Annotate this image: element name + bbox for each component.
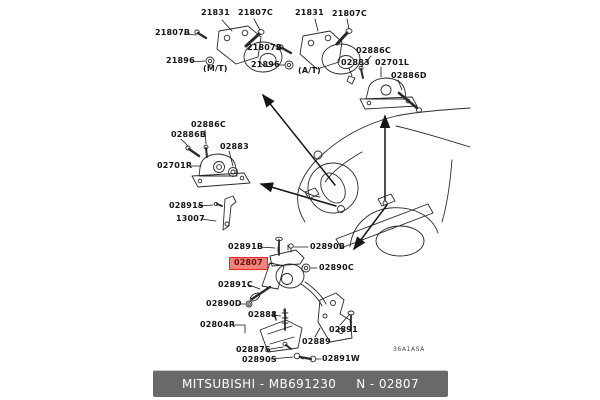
- part-label-02890b: 02890B: [310, 242, 346, 251]
- part-label-02890s: 02890S: [242, 355, 277, 364]
- part-label-02891: 02891: [329, 325, 358, 334]
- part-label-02701r: 02701R: [157, 161, 193, 170]
- part-label-02891w: 02891W: [322, 354, 360, 363]
- part-label-02807-highlighted: 02807: [229, 257, 268, 270]
- footer-bar: MITSUBISHI - MB691230 N - 02807: [153, 370, 448, 397]
- at-mount-drawing: [278, 28, 361, 75]
- part-label-02887s: 02887S: [236, 345, 271, 354]
- part-label-21807b-mt: 21807B: [155, 28, 191, 37]
- part-label-02886b: 02886B: [171, 130, 207, 139]
- part-label-21831-mt: 21831: [201, 8, 230, 17]
- part-label-02886c-l: 02886C: [191, 120, 226, 129]
- location-arrows: [259, 93, 391, 251]
- part-label-02883-r: 02883: [341, 58, 370, 67]
- part-label-02891c: 02891C: [218, 280, 253, 289]
- center-mount-drawing: [245, 236, 327, 308]
- note-at: (A/T): [298, 66, 321, 75]
- part-label-02886d: 02886D: [391, 71, 427, 80]
- part-label-02886c-r: 02886C: [356, 46, 391, 55]
- note-mt: (M/T): [203, 64, 228, 73]
- part-label-02701l: 02701L: [375, 58, 410, 67]
- part-label-13007: 13007: [176, 214, 205, 223]
- part-label-02891b: 02891B: [228, 242, 264, 251]
- footer-brand-part-number: MITSUBISHI - MB691230: [181, 377, 337, 391]
- part-label-21807c-at: 21807C: [332, 9, 367, 18]
- footer-reference-number: N - 02807: [356, 377, 420, 391]
- mt-mount-drawing: [194, 25, 283, 73]
- lower-bracket-drawing: [259, 292, 355, 363]
- part-label-21896-mt: 21896: [166, 56, 195, 65]
- part-label-02891s: 02891S: [169, 201, 204, 210]
- part-label-02889: 02889: [302, 337, 331, 346]
- page-code-watermark: 36A1ASA: [393, 346, 425, 353]
- part-label-21896-at: 21896: [251, 60, 280, 69]
- part-label-02890d: 02890D: [206, 299, 242, 308]
- right-mount-drawing: [346, 65, 423, 113]
- part-label-02804r: 02804R: [200, 320, 236, 329]
- part-label-21807b-at: 21807B: [247, 43, 283, 52]
- part-label-21831-at: 21831: [295, 8, 324, 17]
- car-outline: [297, 107, 471, 257]
- leader-lines: [180, 18, 403, 360]
- part-label-02890c: 02890C: [319, 263, 354, 272]
- part-label-02888: 02888: [248, 310, 277, 319]
- part-label-21807c-mt: 21807C: [238, 8, 273, 17]
- stay-bracket-drawing: [213, 195, 237, 231]
- part-label-02883-l: 02883: [220, 142, 249, 151]
